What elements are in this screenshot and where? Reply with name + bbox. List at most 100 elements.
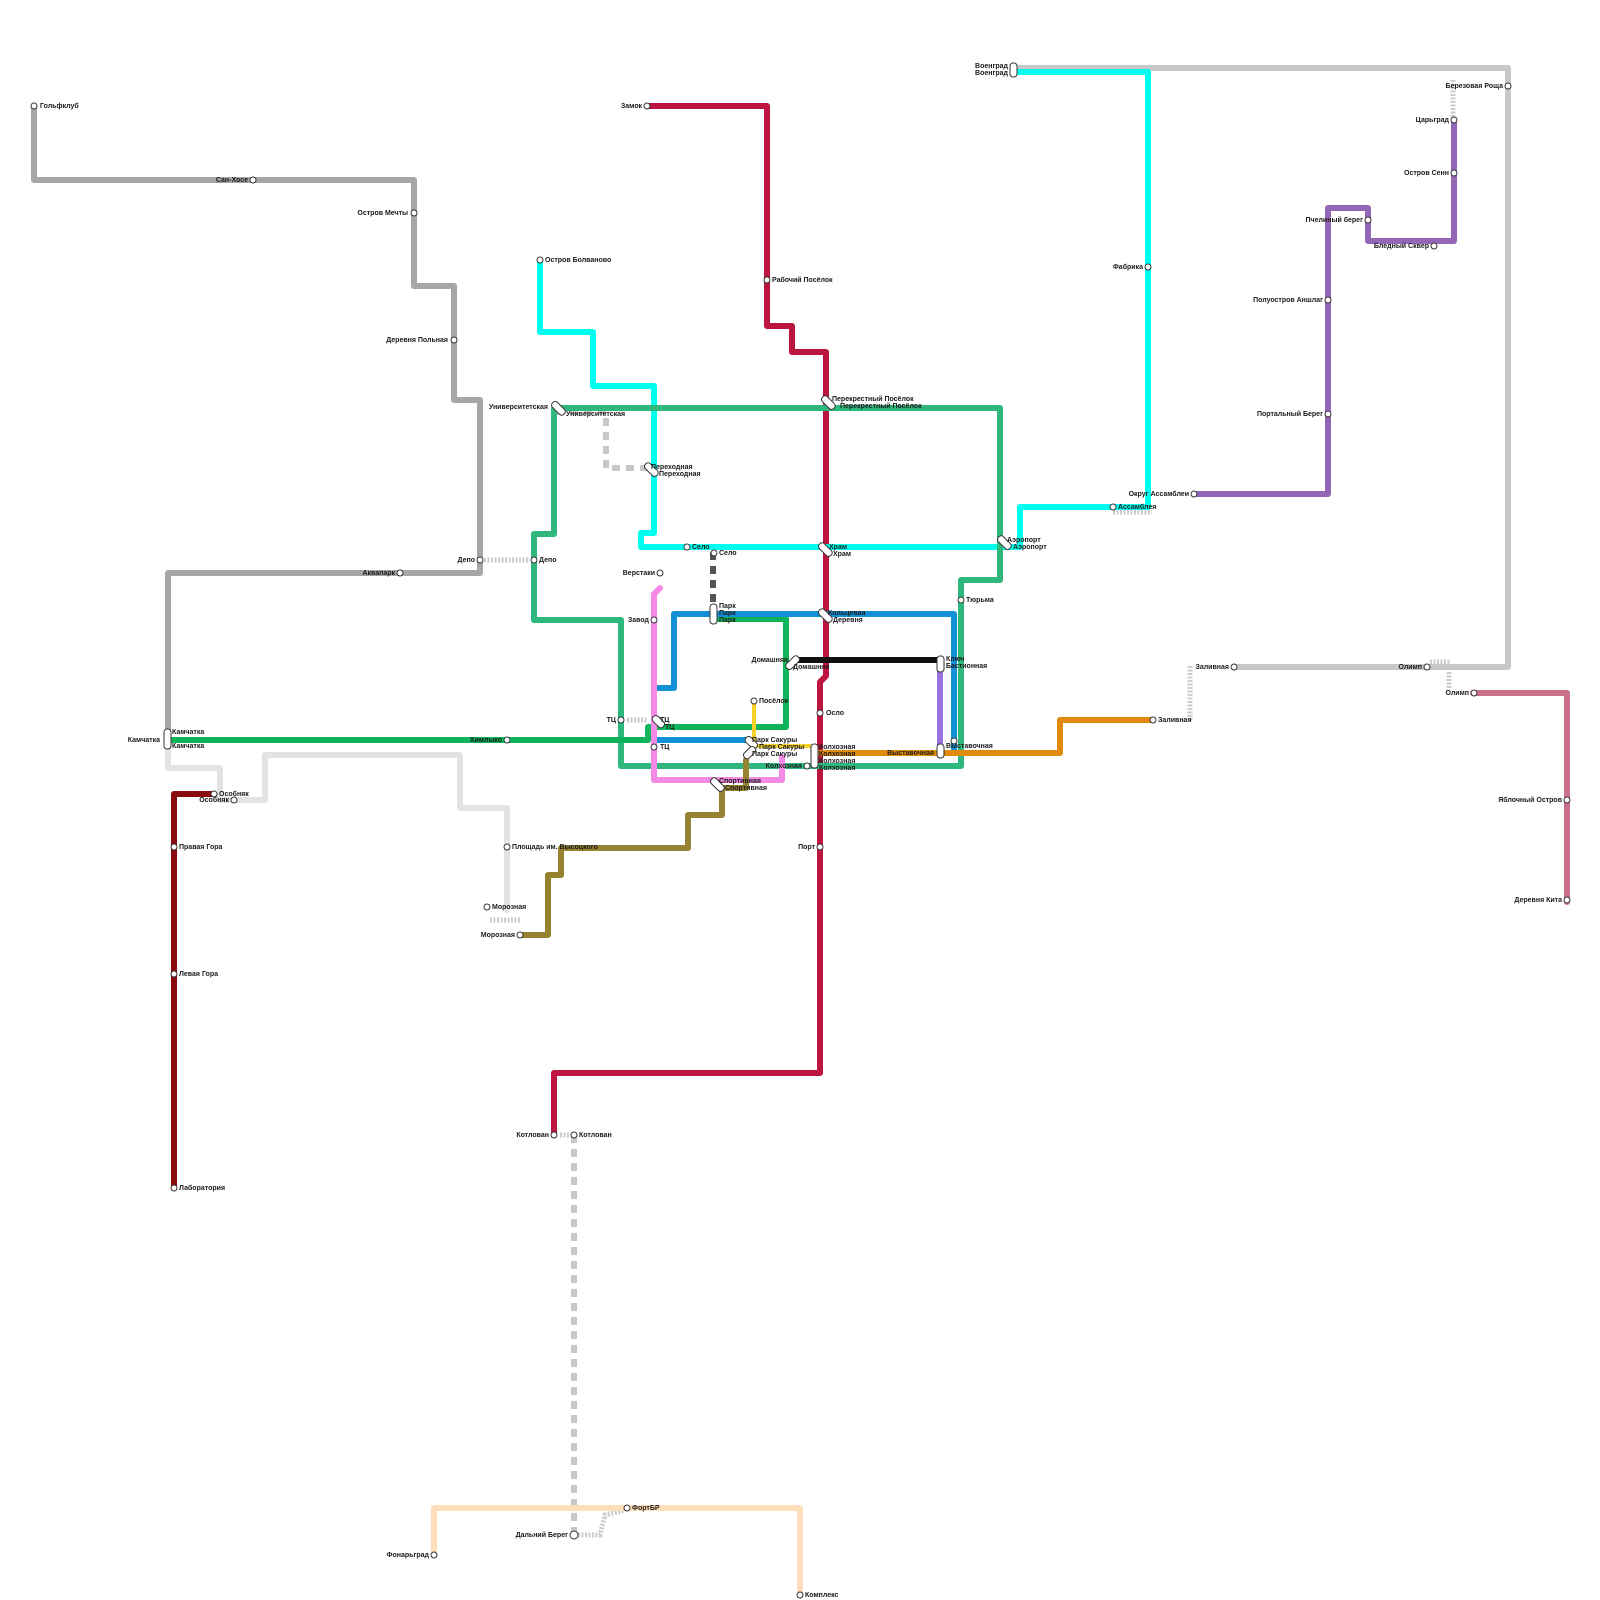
station-dalniy-bereg[interactable] [569,1530,579,1540]
station-fonargrad[interactable] [430,1551,438,1559]
station-ploshchad[interactable] [503,843,511,851]
station-tc-s[interactable] [650,743,658,751]
label-kolkhoz-2: Колхозная [819,751,855,758]
label-verstaki: Верстаки [623,570,655,577]
station-zalivnaya-1[interactable] [1149,716,1157,724]
station-oslo[interactable] [816,709,824,717]
station-kotlovan-2[interactable] [570,1131,578,1139]
station-olimp-1[interactable] [1423,663,1431,671]
label-vystavochnaya-1: Выставочная [887,750,934,757]
station-ostrov-senn[interactable] [1450,169,1458,177]
station-osobnyak-1[interactable] [210,790,218,798]
station-selo-2[interactable] [710,549,718,557]
station-kompleks[interactable] [796,1591,804,1599]
station-ostrov-bolvanovo[interactable] [536,256,544,264]
station-moroznaya-1[interactable] [483,903,491,911]
station-assambleya[interactable] [1109,503,1117,511]
station-golfklub[interactable] [30,102,38,110]
station-osobnyak-2[interactable] [230,796,238,804]
station-park-sakury-2[interactable] [742,745,757,760]
station-kolkhoznaya[interactable] [810,743,819,769]
station-perekhodnaya[interactable] [643,462,659,478]
station-moroznaya-2[interactable] [516,931,524,939]
station-zalivnaya-2[interactable] [1230,663,1238,671]
station-yablochnyy-ostrov[interactable] [1563,796,1571,804]
label-depo-w: Депо [458,557,475,564]
label-tsargrad: Царьград [1416,117,1450,124]
line-peach [431,1505,803,1597]
station-tc-w[interactable] [617,716,625,724]
station-laboratoriya[interactable] [170,1184,178,1192]
station-klyuch[interactable] [936,655,945,673]
station-vystavochnaya[interactable] [936,743,945,759]
label-voengrad-1: Военград [975,63,1009,70]
label-kolkhoz-3: Колхозная [819,758,855,765]
station-verstaki[interactable] [656,569,664,577]
station-olimp-2[interactable] [1470,689,1478,697]
station-tc[interactable] [651,714,666,729]
station-derevnya-kita[interactable] [1563,896,1571,904]
station-berezovaya-roshcha[interactable] [1504,82,1512,90]
station-park-sakury[interactable] [744,735,759,750]
station-portalnyy-bereg[interactable] [1324,410,1332,418]
station-koltsevaya[interactable] [817,608,833,624]
station-fortbr[interactable] [623,1504,631,1512]
station-kotlovan-1[interactable] [550,1131,558,1139]
station-khram[interactable] [817,542,833,558]
station-tsargrad[interactable] [1450,116,1458,124]
station-derevnya-polnaya[interactable] [450,336,458,344]
station-perekrestnyy[interactable] [820,395,836,411]
station-domashnyaya[interactable] [785,655,801,671]
station-depo-e[interactable] [530,556,538,564]
station-voengrad[interactable] [1009,62,1018,78]
station-fabrika[interactable] [1144,263,1152,271]
label-khimlyko: Химлыко [470,737,502,744]
label-berezovaya-roshcha: Березовая Роща [1446,83,1504,90]
metro-lines [31,65,1570,1597]
station-tyurma[interactable] [957,596,965,604]
label-zalivnaya-2: Заливная [1195,664,1229,671]
station-pchelinyy-bereg[interactable] [1364,216,1372,224]
label-park-sakury-3: Парк Сакуры [752,751,797,758]
label-osobnyak-2: Особняк [199,796,229,804]
station-rabochiy[interactable] [763,276,771,284]
station-zavod[interactable] [650,616,658,624]
station-universitetskaya[interactable] [550,400,566,416]
station-ostrov-mechty[interactable] [410,209,418,217]
station-khimlyko[interactable] [503,736,511,744]
station-park[interactable] [709,603,718,625]
label-derevnya-polnaya: Деревня Польная [386,337,448,344]
station-aeroport[interactable] [996,535,1012,551]
station-levaya-gora[interactable] [170,970,178,978]
line-aqua [537,69,1151,550]
station-kamchatka[interactable] [163,728,172,750]
station-poluostrov-anshlag[interactable] [1324,296,1332,304]
station-port[interactable] [816,843,824,851]
label-perekhod-1: Переходная [651,464,693,471]
label-vystavochnaya-2: Выставочная [946,743,993,750]
label-park-sakury-1: Парк Сакуры [752,737,797,744]
label-olimp-2: Олимп [1445,690,1469,697]
line-grey [31,103,483,743]
station-pravaya-gora[interactable] [170,843,178,851]
station-san-hose[interactable] [249,176,257,184]
station-akvapark[interactable] [396,569,404,577]
station-okrug-assambley[interactable] [1190,490,1198,498]
label-derevnya-kita: Деревня Кита [1514,897,1562,904]
station-depo-w[interactable] [476,556,484,564]
station-zamok[interactable] [643,102,651,110]
station-blednyy-skver[interactable] [1430,242,1438,250]
label-laboratoriya: Лаборатория [179,1184,225,1192]
line-crimson [551,103,829,1137]
label-fabrika: Фабрика [1113,263,1143,271]
station-selo-1[interactable] [683,543,691,551]
station-kolkhoz-w[interactable] [803,762,811,770]
station-poselok[interactable] [750,697,758,705]
label-kotlovan-2: Котлован [579,1132,612,1139]
line-teal-green [531,405,1003,769]
station-vystavochnaya-e[interactable] [950,737,958,745]
station-sportivnaya[interactable] [709,777,725,793]
label-perekrest-2: Перекрестный Посёлок [840,402,922,410]
label-univ-2: Университетская [566,411,625,418]
